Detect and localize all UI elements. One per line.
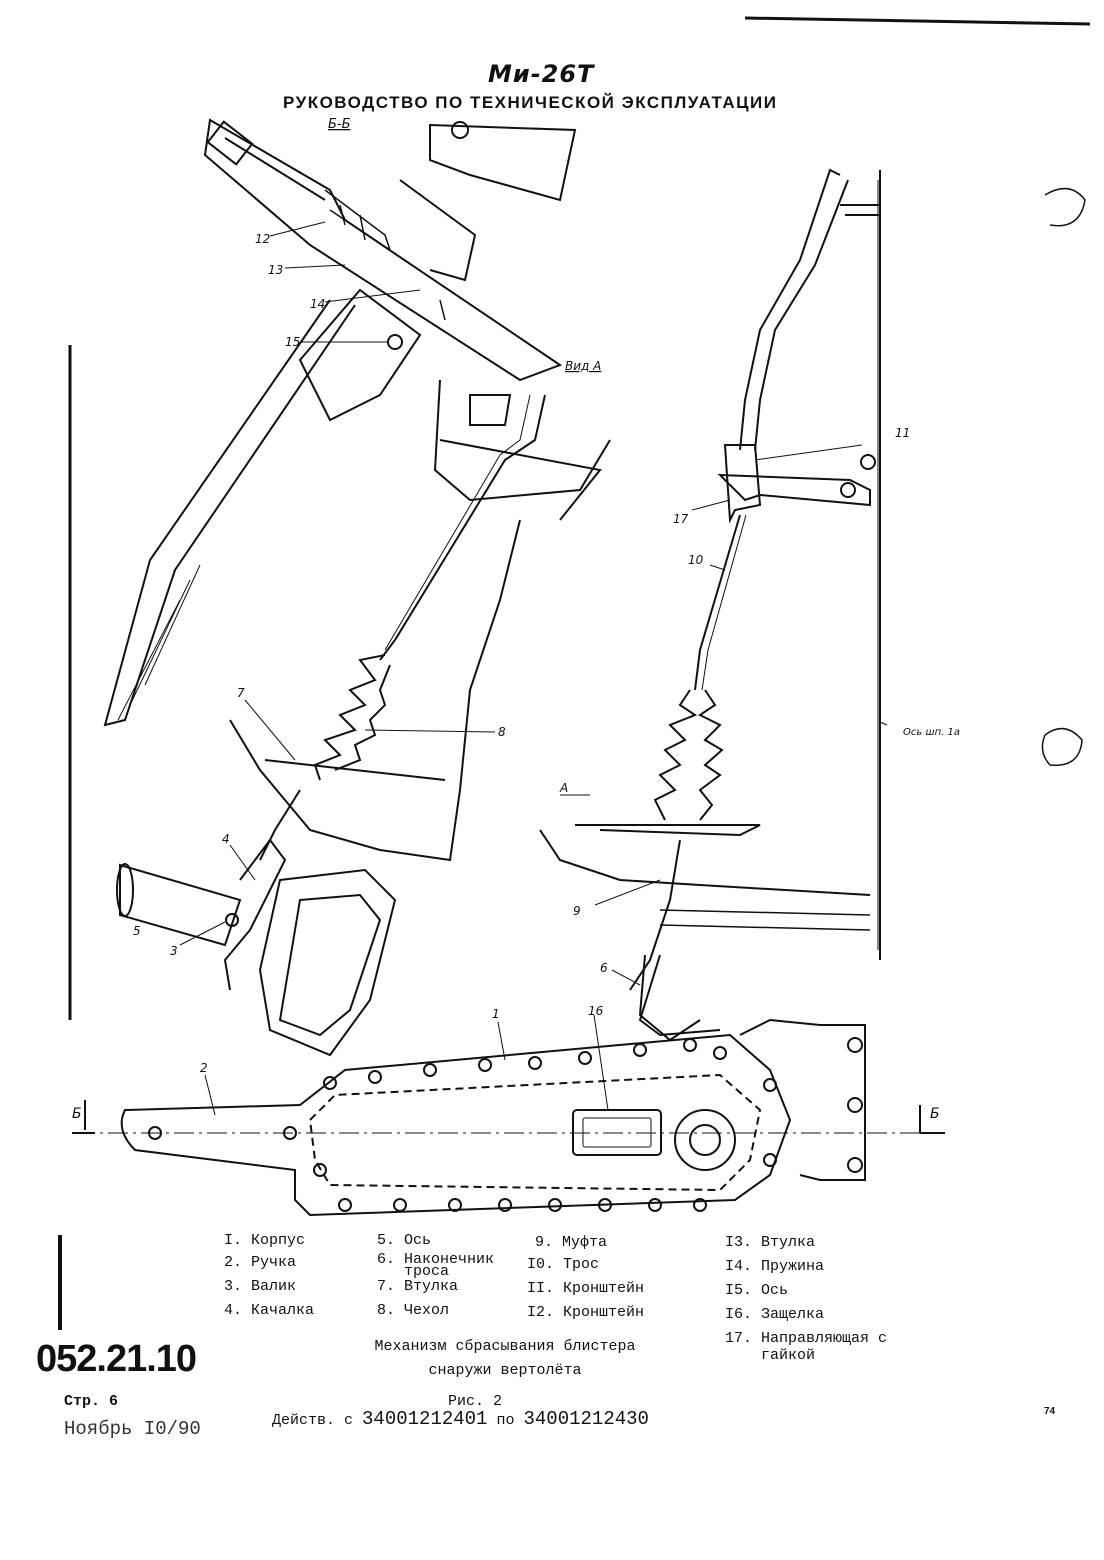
aircraft-model-title: Ми-26Т bbox=[488, 60, 595, 88]
figure-caption-line1: Механизм сбрасывания блистера bbox=[374, 1338, 636, 1355]
svg-text:14: 14 bbox=[310, 297, 325, 311]
legend-item: 3. Валик bbox=[224, 1278, 297, 1295]
legend-item: I6. Защелка bbox=[725, 1306, 825, 1323]
svg-text:16: 16 bbox=[588, 1004, 604, 1018]
legend-item: I3. Втулка bbox=[725, 1234, 816, 1251]
legend-item: I2. Кронштейн bbox=[527, 1304, 645, 1321]
body-and-handle bbox=[72, 1033, 945, 1217]
svg-text:А: А bbox=[559, 781, 568, 795]
manual-title: РУКОВОДСТВО ПО ТЕХНИЧЕСКОЙ ЭКСПЛУАТАЦИИ bbox=[283, 93, 778, 112]
legend-item: 6. Наконечник троса bbox=[377, 1251, 495, 1280]
mechanism-drawing: Б-Б Вид А Ось шп. 1а А Б Б 12 13 14 15 7… bbox=[68, 16, 1091, 1217]
svg-text:15: 15 bbox=[285, 335, 300, 349]
svg-text:Б: Б bbox=[930, 1106, 940, 1122]
axis-label: Ось шп. 1а bbox=[903, 727, 960, 738]
legend-item: 8. Чехол bbox=[377, 1302, 450, 1319]
legend-item: 17. Направляющая с гайкой bbox=[725, 1330, 888, 1364]
svg-text:3: 3 bbox=[170, 944, 178, 958]
svg-text:12: 12 bbox=[255, 232, 270, 246]
legend-item: 5. Ось bbox=[377, 1232, 432, 1249]
svg-text:Б: Б bbox=[72, 1106, 82, 1122]
legend-item: II. Кронштейн bbox=[527, 1280, 645, 1297]
svg-text:9: 9 bbox=[573, 904, 581, 918]
page-number: 74 bbox=[1044, 1406, 1056, 1417]
legend-item: 7. Втулка bbox=[377, 1278, 459, 1295]
page-label: Стр. 6 bbox=[64, 1393, 119, 1410]
svg-text:1: 1 bbox=[492, 1007, 500, 1021]
svg-text:5: 5 bbox=[133, 924, 141, 938]
parts-legend: I. Корпус 2. Ручка 3. Валик 4. Качалка 5… bbox=[222, 1232, 922, 1372]
svg-text:8: 8 bbox=[498, 725, 506, 739]
legend-item: I0. Трос bbox=[527, 1256, 600, 1273]
section-bb-label: Б-Б bbox=[328, 117, 351, 132]
legend-item: I4. Пружина bbox=[725, 1258, 825, 1275]
svg-text:11: 11 bbox=[895, 426, 910, 440]
svg-text:17: 17 bbox=[673, 512, 689, 526]
legend-item: 4. Качалка bbox=[224, 1302, 315, 1319]
revision-date: Ноябрь I0/90 bbox=[64, 1418, 201, 1440]
legend-item: 2. Ручка bbox=[224, 1254, 297, 1271]
document-number: 052.21.10 bbox=[36, 1338, 197, 1380]
legend-item: I5. Ось bbox=[725, 1282, 789, 1299]
svg-text:6: 6 bbox=[600, 961, 608, 975]
figure-number: Рис. 2 bbox=[447, 1393, 502, 1410]
right-cable-assembly bbox=[539, 168, 881, 1181]
section-bb-assembly bbox=[103, 118, 577, 727]
view-a-assembly bbox=[116, 379, 611, 1057]
svg-text:2: 2 bbox=[200, 1061, 208, 1075]
margin-bar bbox=[58, 1235, 62, 1330]
legend-item: 9. Муфта bbox=[535, 1234, 608, 1251]
legend-item: I. Корпус bbox=[224, 1232, 306, 1249]
svg-text:7: 7 bbox=[237, 686, 245, 700]
svg-text:13: 13 bbox=[268, 263, 283, 277]
validity-line: Действ. с 34001212401 по 34001212430 bbox=[272, 1408, 649, 1430]
figure-caption-line2: снаружи вертолёта bbox=[428, 1362, 582, 1379]
view-a-label: Вид А bbox=[565, 359, 601, 373]
svg-text:4: 4 bbox=[222, 832, 230, 846]
svg-text:10: 10 bbox=[688, 553, 704, 567]
